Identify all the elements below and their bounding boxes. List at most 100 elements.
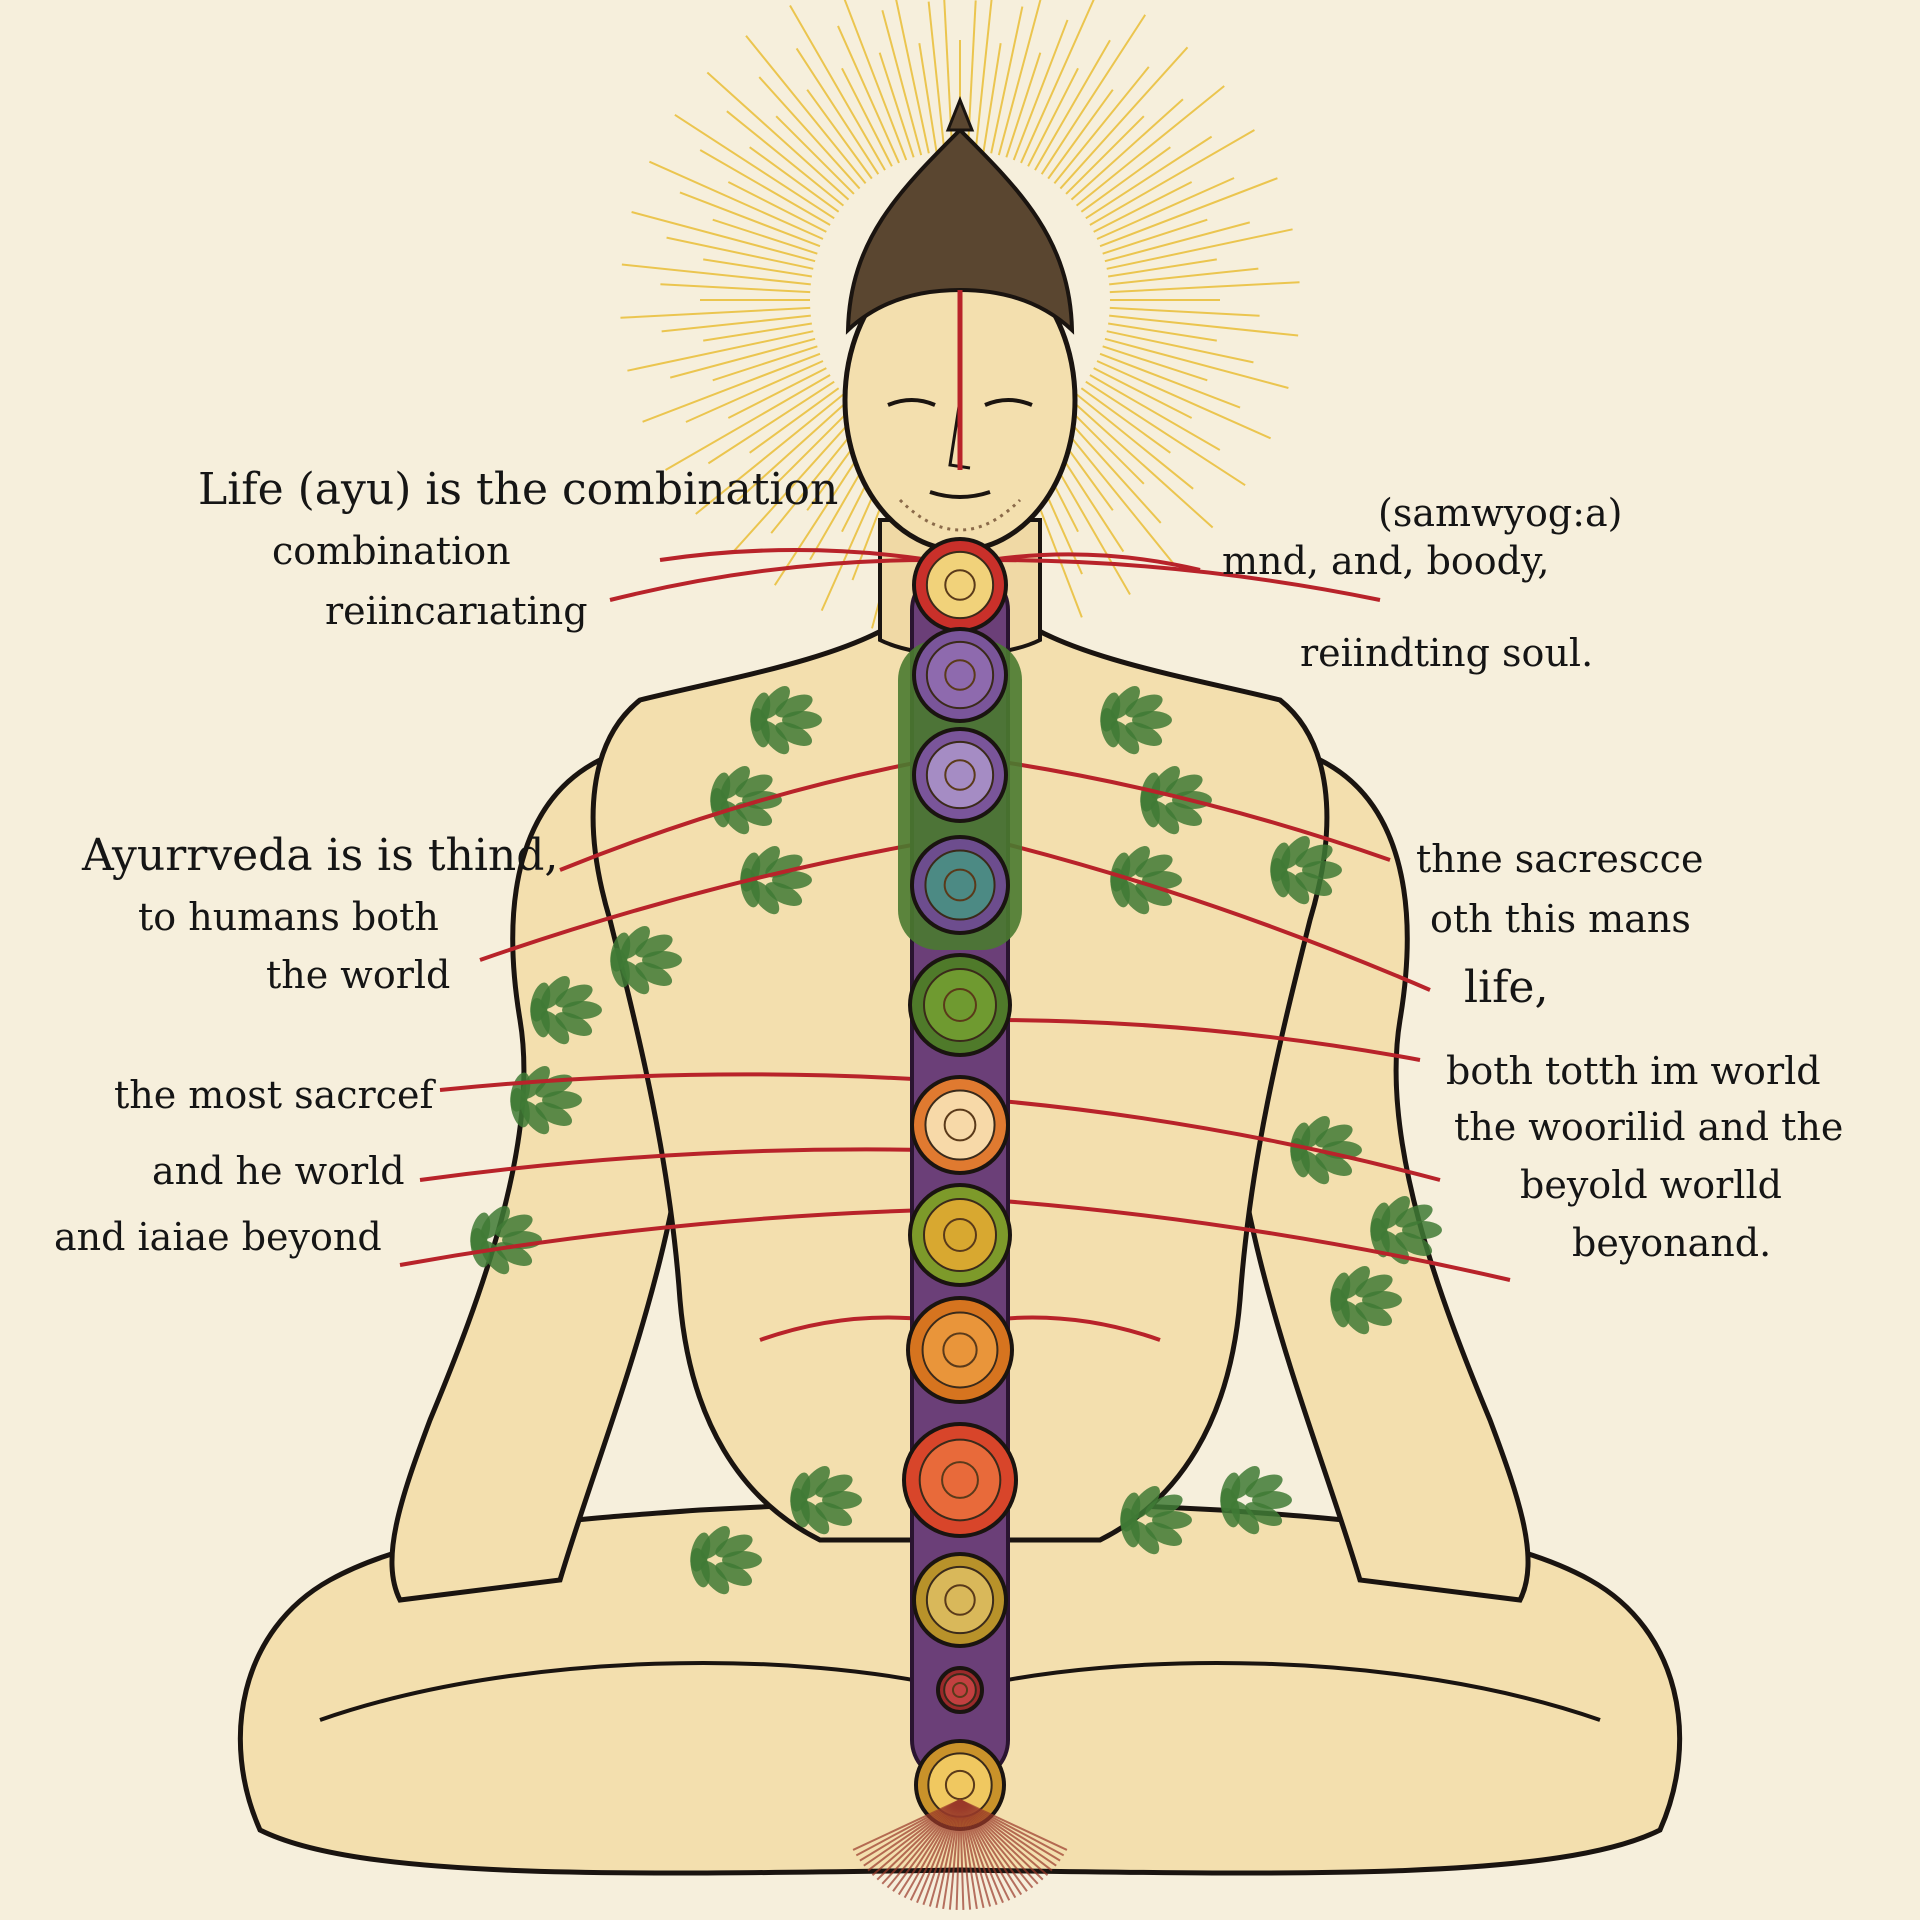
halo-ray (665, 374, 831, 471)
halo-ray (943, 0, 954, 151)
root-ray (959, 1799, 1049, 1876)
halo-ray (775, 115, 855, 195)
nadi-line (989, 1198, 1511, 1282)
leaf (720, 766, 750, 799)
leaf (1300, 1116, 1330, 1149)
chakra-inner-disc (925, 1565, 995, 1635)
halo-ray (712, 345, 818, 382)
leaf (815, 1502, 853, 1527)
nadi-line (759, 1315, 931, 1342)
root-ray (955, 1799, 961, 1910)
chakra-medallion-icon (936, 1666, 984, 1714)
hair-finial (945, 95, 975, 132)
chakra-inner-disc (918, 1438, 1002, 1522)
chakra-medallion-icon (912, 1552, 1008, 1648)
right-eye (984, 398, 1033, 407)
chakra-medallion-icon (910, 1075, 1010, 1175)
halo-ray (1040, 14, 1147, 175)
leaf (1315, 1152, 1353, 1177)
leaf (775, 694, 813, 718)
halo-ray (1070, 98, 1184, 201)
halo-ray (1109, 306, 1260, 317)
halo-ray (731, 410, 861, 554)
halo-ray (1020, 0, 1095, 164)
label-right-10: beyonand. (1572, 1221, 1772, 1265)
leaf (1315, 1124, 1353, 1148)
sun-rays-icon (620, 0, 1300, 640)
leaf (635, 934, 673, 958)
leaf (1145, 1494, 1183, 1518)
halo-ray (1080, 387, 1171, 454)
halo-ray (660, 283, 811, 294)
chakra-symbol (943, 988, 977, 1022)
halo-ray (727, 181, 827, 233)
halo-ray (1106, 228, 1293, 270)
halo-ray (1099, 177, 1278, 248)
leaf (495, 1214, 533, 1238)
beard-shadow (898, 498, 1022, 532)
nadi-line (609, 558, 931, 602)
label-left-4: Ayurrveda is is thind, (82, 830, 559, 881)
chakra-symbol (943, 1218, 977, 1252)
chakra-symbol (943, 868, 977, 902)
halo-ray (726, 110, 845, 207)
halo-ray (843, 0, 908, 161)
leaf (1135, 854, 1173, 878)
root-ray (959, 1799, 1011, 1901)
chakra-inner-disc (925, 550, 995, 620)
nadi-line (989, 558, 1381, 602)
halo-ray (990, 6, 1024, 154)
halo-ray (695, 393, 845, 515)
root-ray (959, 1799, 1057, 1867)
halo-ray (1012, 19, 1069, 161)
root-ray (903, 1799, 961, 1899)
root-ray (859, 1799, 961, 1862)
nadi-line (399, 1208, 931, 1267)
root-ray (959, 1799, 978, 1910)
halo-ray (1034, 39, 1111, 171)
root-ray (959, 1799, 1061, 1862)
halo-ray (1053, 66, 1150, 185)
root-ray (959, 1799, 1044, 1881)
leaf (535, 1102, 573, 1127)
halo-ray (806, 89, 873, 180)
chakra-symbol (942, 1332, 978, 1368)
halo-ray (1093, 181, 1193, 233)
halo-ray (1102, 345, 1208, 382)
halo-ray (1096, 177, 1235, 240)
halo-ray (789, 5, 886, 171)
halo-ray (631, 211, 816, 263)
hair-topknot (845, 127, 1075, 335)
root-ray (935, 1799, 961, 1909)
halo-ray (1109, 281, 1300, 294)
label-right-3: reiindting soul. (1300, 631, 1594, 675)
halo-ray (1047, 89, 1114, 180)
leaf (1340, 1266, 1370, 1299)
root-ray (959, 1799, 1017, 1899)
label-left-6: the world (266, 953, 451, 997)
halo-ray (1065, 405, 1145, 485)
halo-ray (878, 52, 915, 158)
left-eye (887, 398, 936, 407)
root-ray (881, 1799, 961, 1885)
root-ray (922, 1799, 961, 1906)
chakra-inner-disc (925, 640, 995, 710)
root-ray (871, 1799, 961, 1876)
label-right-4: thne sacrescce (1416, 837, 1704, 881)
nadi-line (419, 1147, 931, 1182)
halo-ray (974, 0, 993, 151)
halo-ray (707, 380, 835, 465)
halo-ray (666, 236, 814, 270)
halo-ray (685, 360, 824, 423)
chakra-symbol (944, 569, 976, 601)
leaf (1355, 1274, 1393, 1298)
halo-ray (1005, 52, 1042, 158)
label-left-3: reiincarıating (325, 589, 588, 633)
root-ray (863, 1799, 961, 1867)
halo-ray (679, 191, 821, 248)
label-left-9: and iaiae beyond (54, 1215, 382, 1259)
label-right-1: (samwyog:a) (1378, 491, 1623, 535)
nadi-line (659, 548, 931, 562)
chakra-symbol (943, 1108, 977, 1142)
leaf (750, 846, 780, 879)
